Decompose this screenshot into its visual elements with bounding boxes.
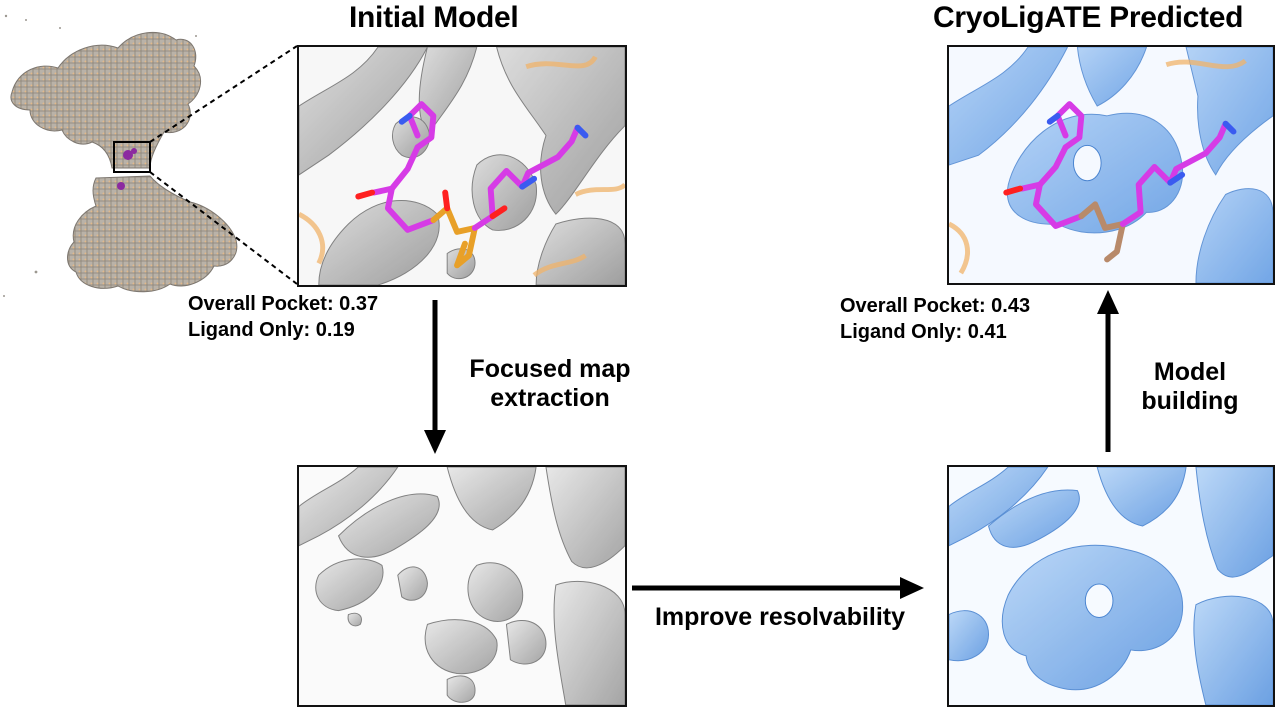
overview-zoom-box [113,141,151,173]
predicted-model-panel [947,45,1275,285]
protein-cartoon [299,55,625,278]
initial-model-title: Initial Model [349,1,519,34]
predicted-model-title: CryoLigATE Predicted [933,1,1244,34]
initial-ligand-score: Ligand Only: 0.19 [188,319,355,341]
predicted-ligand-score: Ligand Only: 0.41 [840,321,1007,343]
right-arrow-head [900,577,924,599]
step-focused-map-line1: Focused map [469,355,631,383]
gray-density-blobs [299,47,625,285]
initial-model-panel [297,45,627,287]
protein-cartoon-pred [949,58,1247,275]
overview-density-top [10,31,202,169]
down-arrow-head [424,430,446,454]
predicted-pocket-score: Overall Pocket: 0.43 [840,295,1031,317]
ligand-sticks [355,101,589,269]
step-model-building-line2: building [1141,387,1239,415]
zoom-line-top [149,45,298,143]
improved-blue-blobs [949,467,1273,705]
step-improve-resolvability: Improve resolvability [654,603,906,631]
ligand-sticks-pred [1003,101,1237,263]
zoom-line-bottom [149,171,298,285]
focused-gray-blobs [299,467,625,705]
density-hole [1072,144,1102,182]
improved-map-panel [947,465,1275,707]
step-model-building-line1: Model [1153,358,1227,386]
focused-map-panel [297,465,627,707]
improved-density-hole [1084,583,1114,618]
step-focused-map-line2: extraction [490,384,610,412]
overview-structure [3,14,298,297]
overview-ligand [117,148,137,190]
up-arrow-head [1097,290,1119,314]
initial-pocket-score: Overall Pocket: 0.37 [188,293,379,315]
